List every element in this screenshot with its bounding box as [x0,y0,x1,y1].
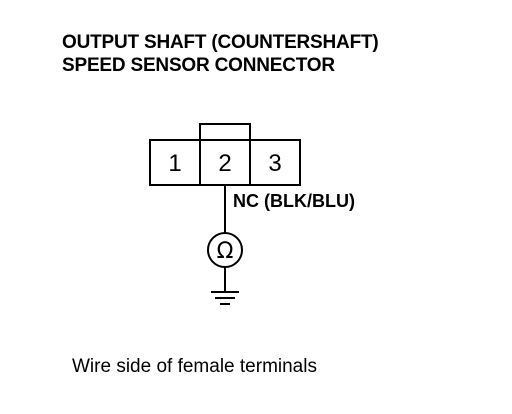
ground-icon [211,291,239,305]
pin-1-label: 1 [168,150,182,177]
connector-latch [199,123,251,141]
title-line-1: OUTPUT SHAFT (COUNTERSHAFT) [62,32,379,53]
ohm-symbol: Ω [217,239,234,264]
diagram-caption: Wire side of female terminals [72,356,317,377]
title-line-2: SPEED SENSOR CONNECTOR [62,55,335,76]
pin-2-label: 2 [218,150,232,177]
wire-color-label: NC (BLK/BLU) [233,191,355,211]
pin-3-label: 3 [268,150,282,177]
diagram-title: OUTPUT SHAFT (COUNTERSHAFT) SPEED SENSOR… [62,31,379,77]
